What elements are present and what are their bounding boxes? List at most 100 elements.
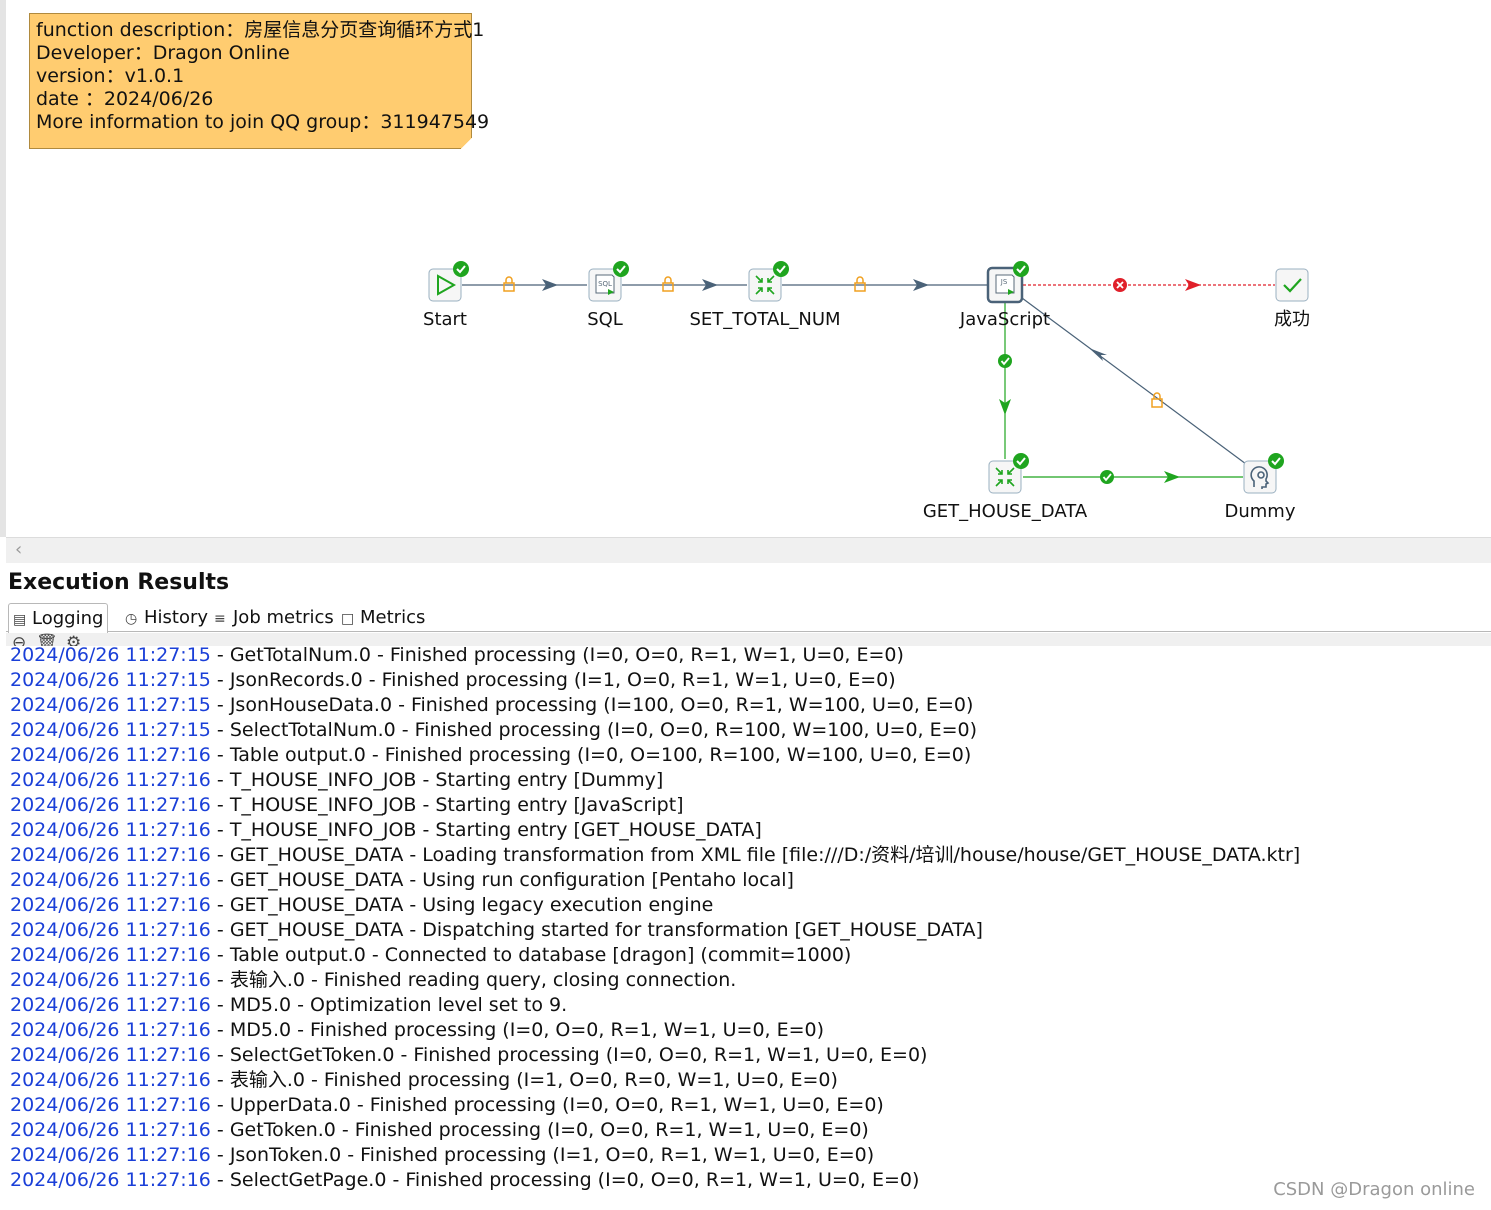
log-timestamp: 2024/06/26 11:27:16 [10, 994, 211, 1016]
log-message: - SelectGetPage.0 - Finished processing … [210, 1169, 920, 1191]
note-line-date: date ：2024/06/26 [36, 88, 214, 110]
log-message: - SelectTotalNum.0 - Finished processing… [210, 719, 978, 741]
log-message: - JsonToken.0 - Finished processing (I=1… [210, 1144, 875, 1166]
log-line: 2024/06/26 11:27:15 - JsonHouseData.0 - … [10, 693, 973, 718]
log-timestamp: 2024/06/26 11:27:15 [10, 669, 211, 691]
log-message: - T_HOUSE_INFO_JOB - Starting entry [GET… [210, 819, 762, 841]
log-output[interactable]: 2024/06/26 11:27:15 - GetTotalNum.0 - Fi… [6, 646, 1491, 1210]
log-message: - GET_HOUSE_DATA - Using legacy executio… [210, 894, 714, 916]
node-start[interactable]: Start [423, 261, 469, 330]
log-line: 2024/06/26 11:27:16 - GET_HOUSE_DATA - U… [10, 893, 713, 918]
log-line: 2024/06/26 11:27:15 - SelectTotalNum.0 -… [10, 718, 977, 743]
success-icon [1283, 278, 1302, 293]
status-ok-icon [1013, 453, 1029, 469]
log-timestamp: 2024/06/26 11:27:16 [10, 894, 211, 916]
log-line: 2024/06/26 11:27:16 - GET_HOUSE_DATA - L… [10, 843, 1300, 868]
hop-javascript-get-house-data[interactable] [998, 302, 1012, 459]
sql-icon: SQL [595, 274, 615, 295]
log-line: 2024/06/26 11:27:16 - SelectGetPage.0 - … [10, 1168, 919, 1193]
status-ok-icon [613, 261, 629, 277]
log-line: 2024/06/26 11:27:16 - T_HOUSE_INFO_JOB -… [10, 768, 663, 793]
log-line: 2024/06/26 11:27:16 - Table output.0 - F… [10, 743, 971, 768]
canvas-horizontal-scrollbar[interactable]: ‹ [6, 537, 1491, 563]
svg-text:SQL: SQL [598, 280, 612, 288]
log-message: - SelectGetToken.0 - Finished processing… [210, 1044, 928, 1066]
log-timestamp: 2024/06/26 11:27:16 [10, 969, 211, 991]
log-line: 2024/06/26 11:27:16 - UpperData.0 - Fini… [10, 1093, 884, 1118]
failure-icon [1113, 278, 1127, 292]
tab-label: Metrics [360, 607, 426, 628]
log-message: - UpperData.0 - Finished processing (I=0… [210, 1094, 884, 1116]
node-sql[interactable]: SQL SQL [587, 261, 629, 330]
log-line: 2024/06/26 11:27:15 - JsonRecords.0 - Fi… [10, 668, 896, 693]
log-timestamp: 2024/06/26 11:27:15 [10, 694, 211, 716]
svg-text:JS: JS [1000, 278, 1008, 286]
log-timestamp: 2024/06/26 11:27:16 [10, 819, 211, 841]
results-tabs: ▤Logging ◷History ≡Job metrics □ Metrics [6, 602, 1491, 634]
status-ok-icon [1013, 261, 1029, 277]
hop-dummy-javascript[interactable] [1021, 297, 1247, 465]
node-javascript[interactable]: JS JavaScript [959, 261, 1050, 330]
node-get-house-data[interactable]: GET_HOUSE_DATA [923, 453, 1088, 522]
log-line: 2024/06/26 11:27:16 - GET_HOUSE_DATA - D… [10, 918, 983, 943]
lock-icon [662, 276, 674, 292]
note-line-qq-group: More information to join QQ group：311947… [36, 111, 490, 133]
log-timestamp: 2024/06/26 11:27:16 [10, 844, 211, 866]
log-line: 2024/06/26 11:27:16 - 表输入.0 - Finished r… [10, 968, 736, 993]
hop-get-house-data-dummy[interactable] [1023, 470, 1243, 484]
status-ok-icon [453, 261, 469, 277]
tab-logging[interactable]: ▤Logging [8, 603, 109, 634]
tab-label: History [144, 607, 209, 628]
log-message: - 表输入.0 - Finished reading query, closin… [210, 969, 737, 991]
node-set-total-num[interactable]: SET_TOTAL_NUM [689, 261, 841, 330]
node-label: JavaScript [959, 309, 1050, 330]
success-check-icon [998, 354, 1012, 368]
execution-results-title: Execution Results [8, 570, 230, 595]
node-label: SQL [587, 309, 623, 330]
tab-label: Job metrics [233, 607, 334, 628]
scroll-left-icon[interactable]: ‹ [15, 539, 23, 560]
note-line-version: version：v1.0.1 [36, 65, 185, 87]
metrics-icon: □ [341, 611, 355, 627]
log-timestamp: 2024/06/26 11:27:15 [10, 646, 211, 666]
dummy-icon [1250, 466, 1270, 489]
transformation-icon [995, 467, 1015, 487]
node-label: Dummy [1225, 501, 1296, 522]
log-line-partial: 2024/06/26 11:27:15 - GetTotalNum.0 - Fi… [10, 646, 904, 668]
hop-javascript-success-failure[interactable] [1023, 278, 1275, 292]
log-message: - T_HOUSE_INFO_JOB - Starting entry [Jav… [210, 794, 684, 816]
log-message: - Table output.0 - Finished processing (… [210, 744, 972, 766]
hop-sql-set-total[interactable] [622, 276, 747, 292]
hop-start-sql[interactable] [462, 276, 587, 292]
log-line: 2024/06/26 11:27:16 - T_HOUSE_INFO_JOB -… [10, 793, 684, 818]
start-icon [437, 274, 457, 296]
node-label: SET_TOTAL_NUM [689, 309, 840, 330]
log-message: - MD5.0 - Finished processing (I=0, O=0,… [210, 1019, 825, 1041]
node-success[interactable]: 成功 [1274, 268, 1310, 330]
log-timestamp: 2024/06/26 11:27:16 [10, 1144, 211, 1166]
hop-set-total-javascript[interactable] [782, 276, 987, 292]
log-message: - 表输入.0 - Finished processing (I=1, O=0,… [210, 1069, 838, 1091]
log-message: - GetTotalNum.0 - Finished processing (I… [210, 646, 904, 666]
lock-icon [503, 276, 515, 292]
status-ok-icon [1268, 453, 1284, 469]
log-line: 2024/06/26 11:27:16 - JsonToken.0 - Fini… [10, 1143, 874, 1168]
description-note[interactable]: function description：房屋信息分页查询循环方式1 Devel… [29, 13, 490, 149]
tab-metrics[interactable]: □ Metrics [337, 603, 429, 632]
job-canvas[interactable]: function description：房屋信息分页查询循环方式1 Devel… [0, 0, 1491, 537]
log-message: - GET_HOUSE_DATA - Using run configurati… [210, 869, 794, 891]
log-timestamp: 2024/06/26 11:27:16 [10, 1169, 211, 1191]
log-timestamp: 2024/06/26 11:27:16 [10, 769, 211, 791]
log-timestamp: 2024/06/26 11:27:16 [10, 1019, 211, 1041]
log-line: 2024/06/26 11:27:16 - Table output.0 - C… [10, 943, 851, 968]
log-line: 2024/06/26 11:27:16 - MD5.0 - Finished p… [10, 1018, 824, 1043]
node-dummy[interactable]: Dummy [1225, 453, 1296, 522]
note-line-developer: Developer：Dragon Online [36, 42, 290, 64]
job-diagram: Start SQL SQL SE [423, 261, 1310, 522]
log-message: - GetToken.0 - Finished processing (I=0,… [210, 1119, 869, 1141]
tab-job-metrics[interactable]: ≡Job metrics [210, 603, 338, 632]
log-timestamp: 2024/06/26 11:27:15 [10, 719, 211, 741]
log-line: 2024/06/26 11:27:16 - GET_HOUSE_DATA - U… [10, 868, 794, 893]
log-timestamp: 2024/06/26 11:27:16 [10, 744, 211, 766]
tab-history[interactable]: ◷History [121, 603, 212, 632]
